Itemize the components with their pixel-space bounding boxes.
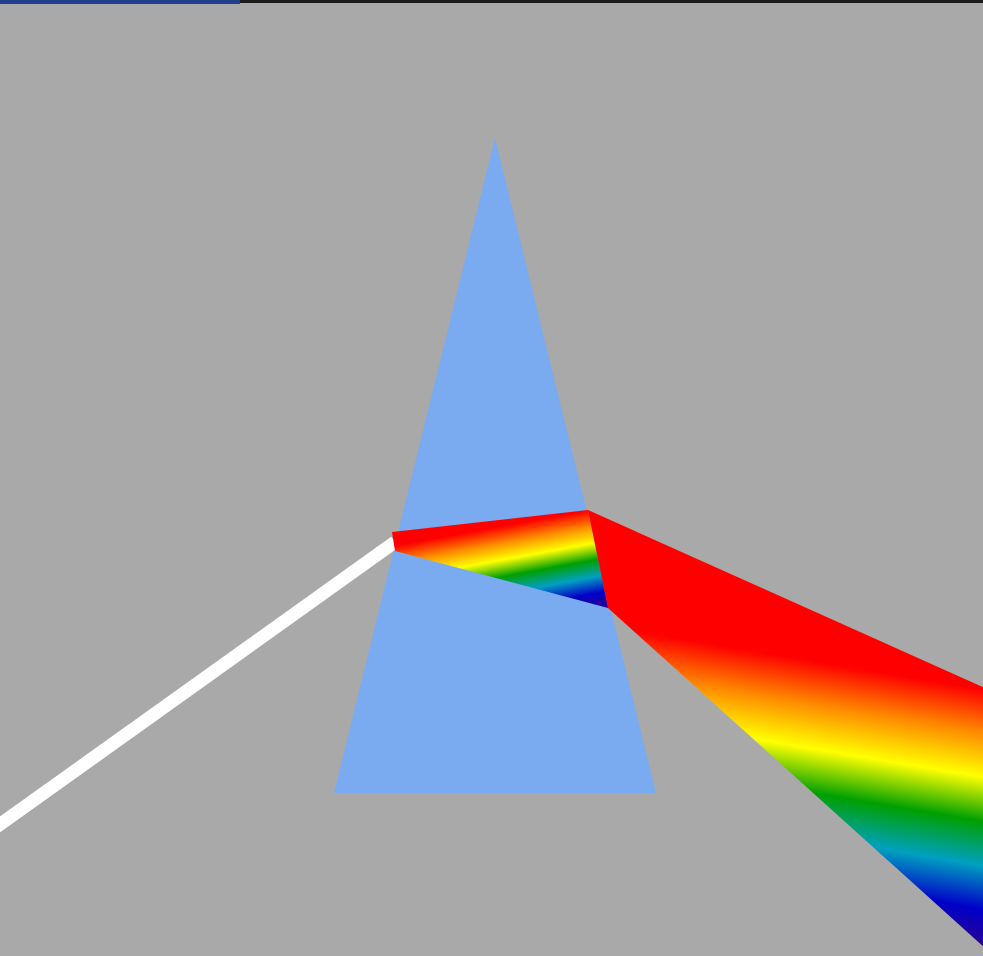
prism (334, 138, 656, 793)
incident-white-beam (0, 542, 395, 828)
spectrum-exit-beam (588, 510, 983, 948)
